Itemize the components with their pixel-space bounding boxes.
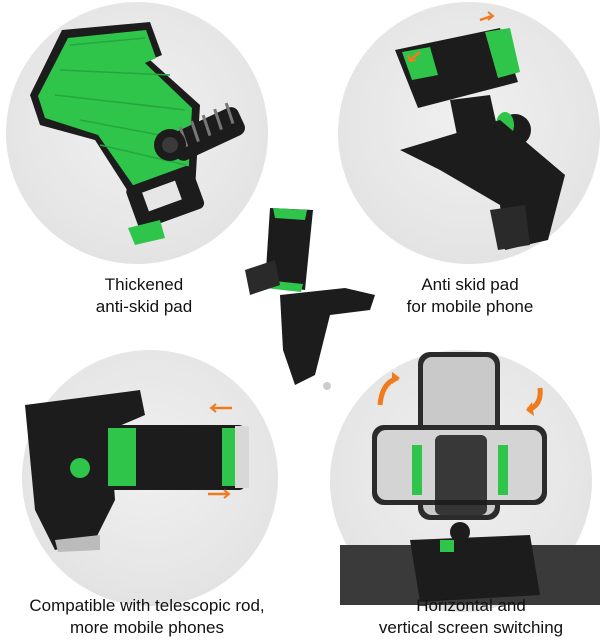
- caption-line: Anti skid pad: [421, 275, 519, 294]
- caption-line: Horizontal and: [416, 596, 526, 615]
- caption-line: vertical screen switching: [378, 618, 564, 637]
- caption-line: anti-skid pad: [95, 297, 193, 316]
- thickened-pad-image: [30, 22, 245, 245]
- panel-screen-switching: Horizontal and vertical screen switching: [300, 340, 607, 640]
- caption-screen-switching: Horizontal and vertical screen switching: [340, 595, 602, 639]
- caption-telescopic-rod: Compatible with telescopic rod, more mob…: [2, 595, 292, 639]
- caption-line: for mobile phone: [406, 297, 534, 316]
- panel-telescopic-rod: Compatible with telescopic rod, more mob…: [0, 340, 300, 640]
- phone-clamp-image: [395, 11, 565, 250]
- telescopic-clamp-image: [25, 390, 249, 552]
- screen-switching-image: [340, 352, 600, 605]
- panel-anti-skid-phone: Anti skid pad for mobile phone: [300, 0, 607, 330]
- center-product-image: [245, 208, 375, 390]
- caption-line: more mobile phones: [69, 618, 225, 637]
- caption-thickened-pad: Thickened anti-skid pad: [44, 274, 244, 318]
- panel-thickened-pad: Thickened anti-skid pad: [0, 0, 300, 330]
- caption-line: Thickened: [104, 275, 184, 294]
- caption-anti-skid-phone: Anti skid pad for mobile phone: [370, 274, 570, 318]
- caption-line: Compatible with telescopic rod,: [29, 596, 265, 615]
